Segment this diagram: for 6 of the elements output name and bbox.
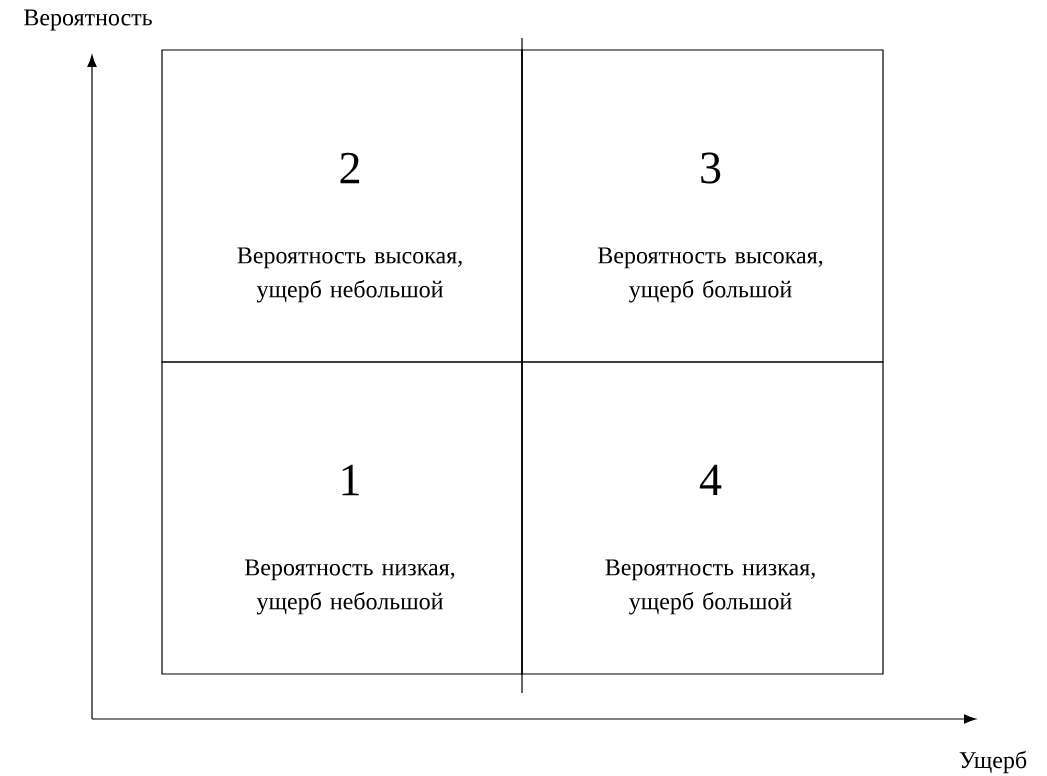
quadrant-cell: 4 Вероятность низкая, ущерб большой — [521, 361, 884, 675]
quadrant-cell: 3 Вероятность высокая, ущерб большой — [521, 49, 884, 363]
y-axis-label: Вероятность — [24, 9, 152, 31]
quadrant-cell: 1 Вероятность низкая, ущерб небольшой — [161, 361, 523, 675]
quadrant-cell: 2 Вероятность высокая, ущерб небольшой — [161, 49, 523, 363]
x-axis-label: Ущерб — [959, 750, 1027, 774]
